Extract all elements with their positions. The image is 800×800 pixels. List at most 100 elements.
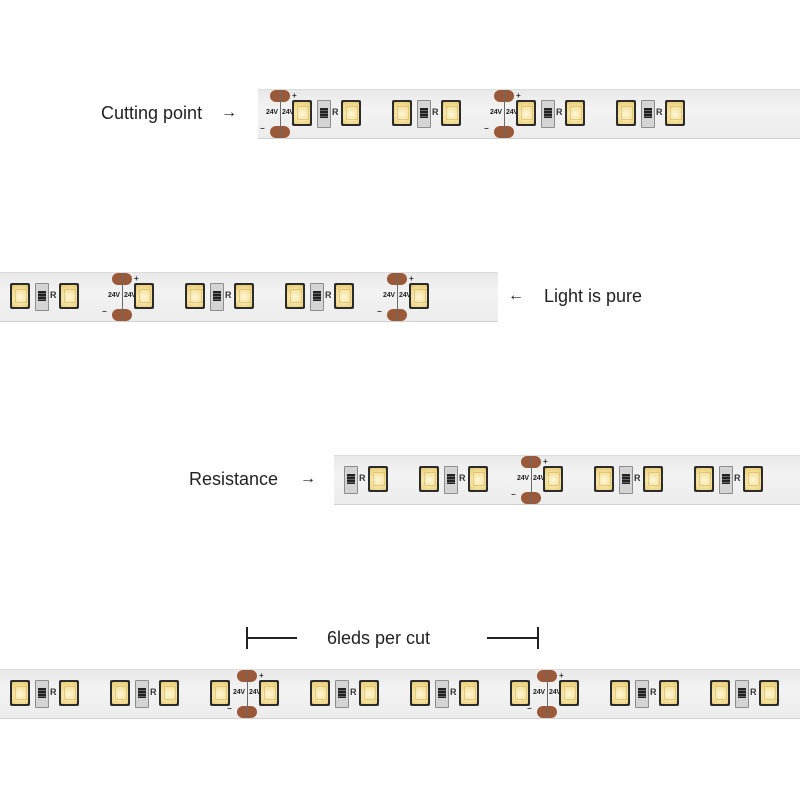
led-chip-icon bbox=[310, 680, 330, 706]
resistor-label: R bbox=[459, 473, 466, 483]
led-chip-icon bbox=[334, 283, 354, 309]
resistor-icon bbox=[735, 680, 749, 708]
led-chip-icon bbox=[543, 466, 563, 492]
voltage-label: 24V bbox=[249, 689, 261, 696]
resistor-icon bbox=[635, 680, 649, 708]
resistor-label: R bbox=[225, 290, 232, 300]
led-chip-icon bbox=[10, 680, 30, 706]
resistor-icon bbox=[641, 100, 655, 128]
voltage-label: 24V bbox=[233, 689, 245, 696]
resistor-label: R bbox=[450, 687, 457, 697]
plus-sign: + bbox=[516, 91, 521, 100]
resistor-label: R bbox=[350, 687, 357, 697]
resistor-icon bbox=[417, 100, 431, 128]
left-arrow-icon: ← bbox=[508, 287, 524, 304]
resistor-label: R bbox=[50, 687, 57, 697]
voltage-label: 24V bbox=[549, 689, 561, 696]
led-chip-icon bbox=[643, 466, 663, 492]
voltage-label: 24V bbox=[490, 109, 502, 116]
led-chip-icon bbox=[459, 680, 479, 706]
led-chip-icon bbox=[292, 100, 312, 126]
resistor-label: R bbox=[556, 107, 563, 117]
led-chip-icon bbox=[368, 466, 388, 492]
voltage-label: 24V bbox=[108, 292, 120, 299]
resistor-icon bbox=[317, 100, 331, 128]
led-strip-3: R R 24V 24V + − R R bbox=[334, 455, 800, 505]
resistor-icon bbox=[435, 680, 449, 708]
led-chip-icon bbox=[710, 680, 730, 706]
led-chip-icon bbox=[419, 466, 439, 492]
minus-sign: − bbox=[484, 124, 489, 133]
minus-sign: − bbox=[527, 704, 532, 713]
resistor-icon bbox=[35, 680, 49, 708]
led-chip-icon bbox=[409, 283, 429, 309]
right-arrow-icon: → bbox=[221, 104, 237, 121]
led-chip-icon bbox=[359, 680, 379, 706]
led-chip-icon bbox=[234, 283, 254, 309]
resistor-icon bbox=[210, 283, 224, 311]
led-chip-icon bbox=[659, 680, 679, 706]
voltage-label: 24V bbox=[399, 292, 411, 299]
minus-sign: − bbox=[511, 490, 516, 499]
leds-per-cut-label: 6leds per cut bbox=[327, 628, 431, 648]
cut-line bbox=[122, 273, 123, 321]
resistance-label: Resistance bbox=[189, 469, 279, 489]
resistor-icon bbox=[619, 466, 633, 494]
plus-sign: + bbox=[559, 671, 564, 680]
resistor-label: R bbox=[150, 687, 157, 697]
voltage-label: 24V bbox=[383, 292, 395, 299]
led-chip-icon bbox=[441, 100, 461, 126]
voltage-label: 24V bbox=[506, 109, 518, 116]
bracket-right-tick bbox=[537, 627, 539, 649]
resistor-label: R bbox=[634, 473, 641, 483]
right-arrow-icon: → bbox=[300, 470, 316, 487]
led-chip-icon bbox=[392, 100, 412, 126]
led-chip-icon bbox=[259, 680, 279, 706]
plus-sign: + bbox=[543, 457, 548, 466]
bracket-right-line bbox=[487, 637, 538, 639]
led-chip-icon bbox=[616, 100, 636, 126]
cutting-point-label: Cutting point bbox=[101, 103, 203, 123]
led-chip-icon bbox=[210, 680, 230, 706]
resistor-icon bbox=[135, 680, 149, 708]
voltage-label: 24V bbox=[124, 292, 136, 299]
cut-line bbox=[280, 90, 281, 138]
resistor-label: R bbox=[359, 473, 366, 483]
cut-line bbox=[547, 670, 548, 718]
led-chip-icon bbox=[510, 680, 530, 706]
led-chip-icon bbox=[110, 680, 130, 706]
plus-sign: + bbox=[409, 274, 414, 283]
bracket-left-line bbox=[246, 637, 297, 639]
plus-sign: + bbox=[292, 91, 297, 100]
cut-line bbox=[504, 90, 505, 138]
led-chip-icon bbox=[759, 680, 779, 706]
led-chip-icon bbox=[59, 283, 79, 309]
voltage-label: 24V bbox=[517, 475, 529, 482]
led-chip-icon bbox=[594, 466, 614, 492]
resistor-icon bbox=[35, 283, 49, 311]
resistor-label: R bbox=[332, 107, 339, 117]
voltage-label: 24V bbox=[533, 475, 545, 482]
led-chip-icon bbox=[565, 100, 585, 126]
led-chip-icon bbox=[665, 100, 685, 126]
led-chip-icon bbox=[10, 283, 30, 309]
led-chip-icon bbox=[134, 283, 154, 309]
resistor-label: R bbox=[650, 687, 657, 697]
led-chip-icon bbox=[410, 680, 430, 706]
voltage-label: 24V bbox=[282, 109, 294, 116]
light-is-pure-label: Light is pure bbox=[544, 286, 643, 306]
led-chip-icon bbox=[694, 466, 714, 492]
resistor-label: R bbox=[750, 687, 757, 697]
led-chip-icon bbox=[516, 100, 536, 126]
led-chip-icon bbox=[159, 680, 179, 706]
cut-line bbox=[531, 456, 532, 504]
led-chip-icon bbox=[59, 680, 79, 706]
cut-line bbox=[397, 273, 398, 321]
resistor-label: R bbox=[656, 107, 663, 117]
resistor-label: R bbox=[734, 473, 741, 483]
led-chip-icon bbox=[468, 466, 488, 492]
